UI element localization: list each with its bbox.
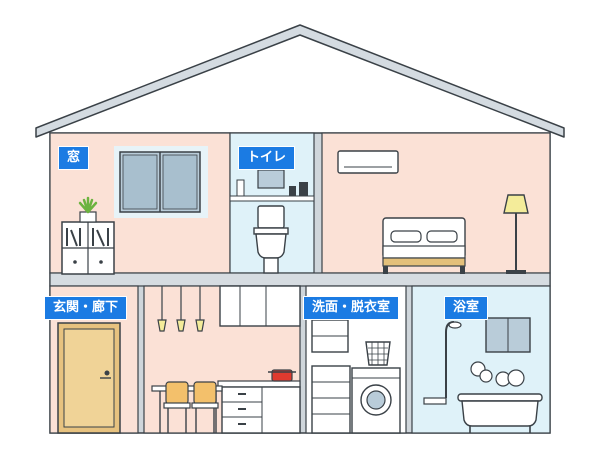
bookshelf — [61, 221, 115, 275]
floor-lamp — [503, 194, 529, 274]
entrance-door — [57, 322, 121, 434]
bathroom-window — [485, 317, 531, 353]
pendant-lights — [157, 286, 205, 332]
washing-machine — [351, 367, 401, 434]
bath-bubbles — [470, 361, 525, 387]
dining-chair-left — [163, 381, 191, 433]
dining-chair-right — [191, 381, 219, 433]
air-conditioner — [337, 150, 399, 174]
roof — [35, 24, 565, 138]
toilet-fixtures — [229, 169, 315, 274]
shower — [423, 321, 462, 405]
washroom-cabinet — [311, 365, 351, 434]
room-label-entrance-hallway: 玄関・廊下 — [44, 296, 128, 320]
washroom-shelf — [311, 319, 349, 353]
kitchen-counter — [217, 380, 301, 434]
bed — [382, 217, 466, 274]
wall-cabinet — [219, 285, 301, 327]
window — [114, 146, 208, 218]
potted-plant — [78, 196, 98, 223]
room-label-washroom-dressing: 洗面・脱衣室 — [303, 296, 400, 320]
room-label-bathroom: 浴室 — [444, 296, 489, 320]
laundry-basket — [365, 341, 391, 366]
room-label-window: 窓 — [58, 146, 90, 170]
room-label-toilet: トイレ — [238, 146, 296, 170]
floor-slab — [49, 272, 551, 287]
cooking-pot — [268, 369, 296, 382]
bathtub — [457, 393, 543, 433]
